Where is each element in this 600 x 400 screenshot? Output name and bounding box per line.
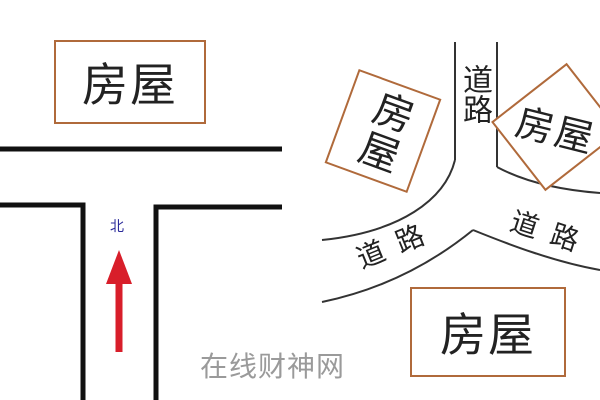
road-right-corner	[153, 204, 282, 400]
bottom-house-label: 房屋	[440, 308, 536, 362]
upper-right-house-label: 房屋	[511, 99, 600, 162]
north-arrow-head	[106, 250, 132, 284]
left-house-label: 房屋	[82, 58, 178, 112]
watermark-text: 在线财神网	[200, 350, 346, 383]
north-label: 北	[110, 219, 124, 235]
road-lower-left-curve	[321, 229, 474, 303]
road-upper-left-curve	[321, 159, 456, 241]
road-left-corner	[0, 202, 86, 400]
upper-left-house-label: 房屋	[347, 83, 419, 179]
road-label-top: 道路	[457, 64, 492, 124]
road-lower-right-curve	[472, 229, 600, 271]
left-house-box: 房屋	[54, 40, 206, 124]
bottom-house-box: 房屋	[410, 287, 566, 377]
